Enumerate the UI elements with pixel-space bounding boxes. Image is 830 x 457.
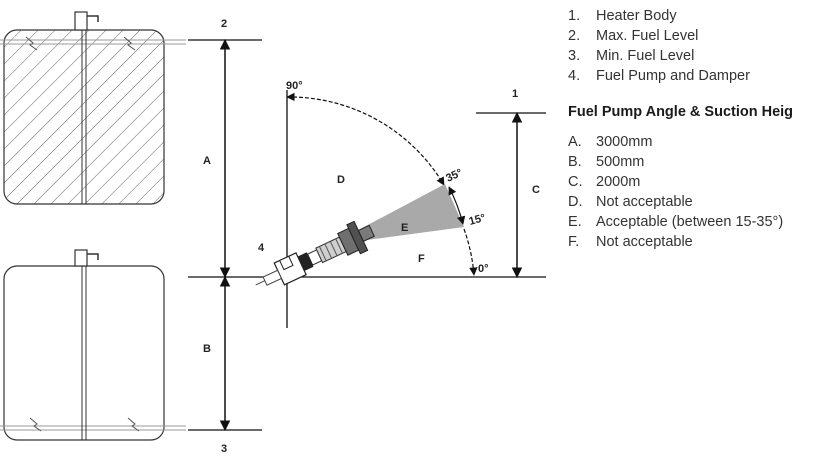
angle-arc-90-35 [286, 92, 445, 186]
list-item: E.Acceptable (between 15-35°) [568, 214, 784, 230]
label-zone-f: F [418, 253, 425, 265]
label-zone-e: E [401, 222, 408, 234]
list-item: F.Not acceptable [568, 234, 693, 250]
list-item: C.2000m [568, 174, 641, 190]
label-heater-body: 1 [512, 88, 518, 100]
list-item: 1.Heater Body [568, 8, 677, 24]
section-heading: Fuel Pump Angle & Suction Heig [568, 104, 794, 120]
angles-list: A.3000mm B.500mm C.2000m D.Not acceptabl… [568, 132, 830, 252]
fuel-pump-assembly [255, 220, 375, 286]
parts-list: 1.Heater Body 2.Max. Fuel Level 3.Min. F… [568, 6, 830, 86]
label-dimension-b: B [203, 343, 211, 355]
list-item: A.3000mm [568, 134, 653, 150]
label-dimension-a: A [203, 155, 211, 167]
list-item: 4.Fuel Pump and Damper [568, 68, 750, 84]
label-min-fuel-level: 3 [221, 443, 227, 455]
label-fuel-pump: 4 [258, 242, 265, 254]
upper-fuel-tank [0, 11, 186, 205]
label-dimension-c: C [532, 184, 540, 196]
label-angle-0: 0° [478, 263, 489, 275]
angle-arc-35-15 [448, 186, 466, 225]
label-angle-15: 15° [468, 212, 487, 228]
list-item: 3.Min. Fuel Level [568, 48, 695, 64]
list-item: B.500mm [568, 154, 645, 170]
angle-arc-15-0 [463, 228, 478, 276]
label-zone-d: D [337, 174, 345, 186]
list-item: 2.Max. Fuel Level [568, 28, 699, 44]
legend-panel: 1.Heater Body 2.Max. Fuel Level 3.Min. F… [568, 6, 830, 252]
label-max-fuel-level: 2 [221, 18, 227, 30]
lower-fuel-tank [0, 249, 186, 441]
label-angle-90: 90° [286, 80, 303, 92]
label-angle-35: 35° [444, 167, 464, 185]
fuel-pump-diagram: 2 3 1 A B C D E F 4 90° 35° 15° 0° [0, 11, 546, 455]
list-item: D.Not acceptable [568, 194, 693, 210]
